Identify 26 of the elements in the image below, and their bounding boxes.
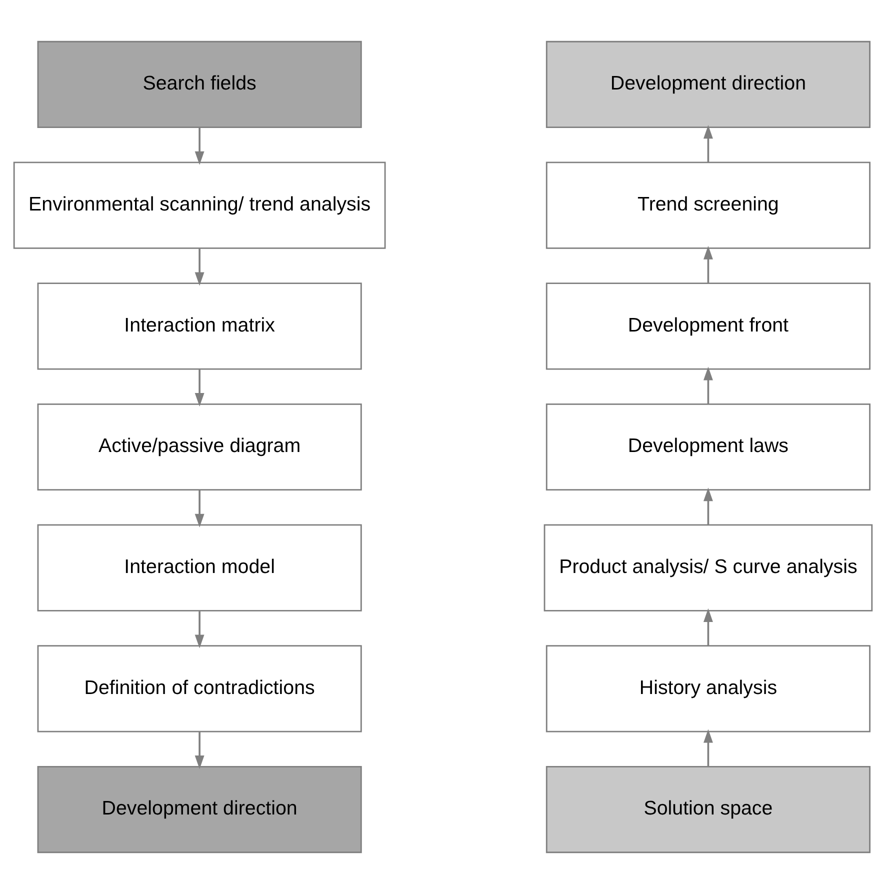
arrow (194, 128, 204, 165)
node-box: Active/passive diagram (37, 403, 362, 491)
arrow (703, 488, 713, 525)
node-box: Trend screening (546, 162, 871, 249)
arrow (194, 611, 204, 648)
node-box: History analysis (546, 645, 871, 732)
arrow (194, 490, 204, 528)
arrow (703, 246, 713, 283)
arrow (703, 125, 713, 162)
arrow (703, 366, 713, 404)
node-box: Solution space (546, 766, 871, 854)
node-box: Development direction (546, 40, 871, 128)
node-box: Definition of contradictions (37, 645, 362, 732)
arrow (194, 248, 204, 286)
node-box: Interaction matrix (37, 282, 362, 370)
node-box: Product analysis/ S curve analysis (544, 524, 873, 612)
node-box: Interaction model (37, 524, 362, 612)
node-box: Development direction (37, 766, 362, 854)
node-box: Development laws (546, 403, 871, 491)
node-box: Development front (546, 282, 871, 370)
node-box: Environmental scanning/ trend analysis (13, 162, 386, 249)
arrow (703, 608, 713, 646)
arrow (194, 370, 204, 407)
node-box: Search fields (37, 40, 362, 128)
arrow (703, 729, 713, 766)
arrow (194, 732, 204, 770)
